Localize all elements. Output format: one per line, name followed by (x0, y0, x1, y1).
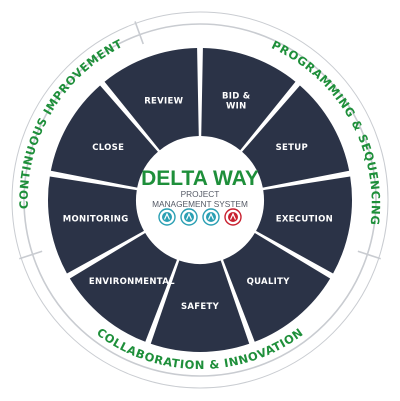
certification-logos (158, 208, 242, 226)
hub-circle (139, 139, 261, 261)
segment-environmental (69, 233, 177, 342)
segment-label: EXECUTION (276, 214, 333, 224)
center-subtitle-line1: PROJECT (181, 189, 220, 199)
segment-label: QUALITY (247, 277, 291, 287)
segment-label: MONITORING (63, 214, 129, 224)
segment-monitoring (48, 176, 144, 274)
center-subtitle-line2: MANAGEMENT SYSTEM (152, 199, 248, 209)
cert-badge-3-icon (202, 208, 220, 226)
segment-review (104, 48, 199, 151)
segment-label: SETUP (276, 143, 308, 153)
segments: BID &WIN SETUP EXECUTION QUALITY SAFETY ENVIR… (48, 48, 352, 352)
segment-label: SAFETY (181, 302, 220, 312)
ring-separator (19, 250, 43, 260)
cert-badge-1-icon (158, 208, 176, 226)
segment-label: REVIEW (144, 96, 183, 106)
segment-execution (256, 176, 352, 274)
segment-label: ENVIRONMENTAL (89, 277, 175, 287)
segment-label: BID &WIN (222, 91, 251, 111)
ring-line-inner (23, 23, 377, 377)
cert-badge-4-icon (224, 208, 242, 226)
center-title: DELTA WAY (141, 167, 259, 190)
segment-safety (150, 260, 250, 352)
segment-setup (242, 85, 350, 188)
ring-line-outer (11, 11, 389, 389)
center-hub: DELTA WAY PROJECT MANAGEMENT SYSTEM (139, 139, 261, 261)
outer-ring (11, 11, 389, 389)
cert-badge-2-icon (180, 208, 198, 226)
ring-separator (134, 21, 144, 45)
ring-separator (357, 250, 381, 260)
segment-quality (223, 233, 331, 342)
segment-close (50, 85, 158, 188)
segment-label: CLOSE (92, 143, 124, 153)
segment-bid-win (201, 48, 296, 151)
